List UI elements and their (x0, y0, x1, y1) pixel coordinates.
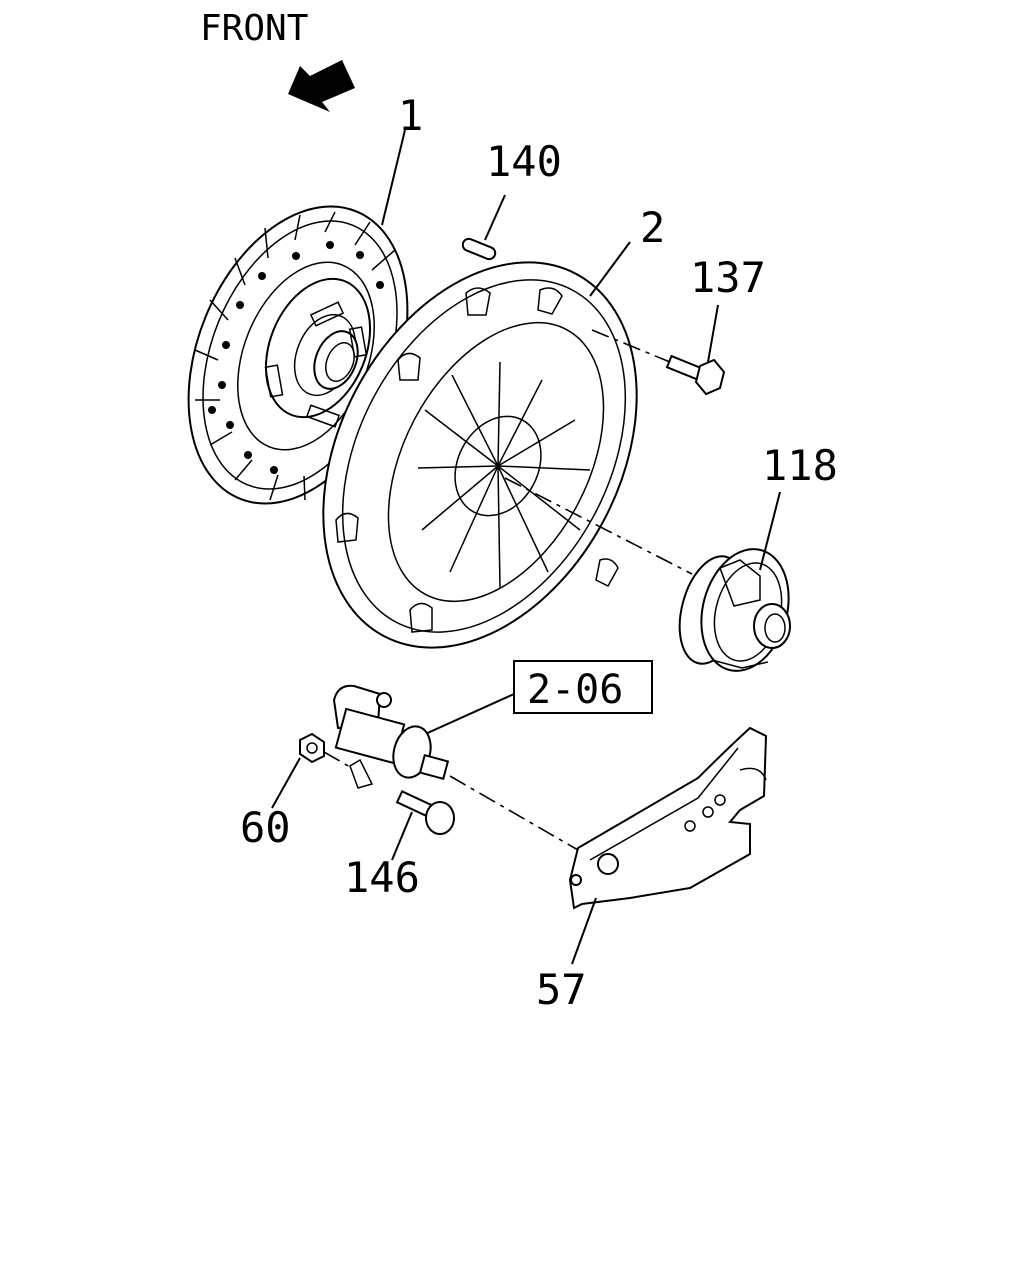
arrow-front-icon (288, 60, 355, 112)
callout-60: 60 (240, 803, 291, 852)
bolt-146 (395, 790, 455, 835)
release-fork (568, 726, 768, 910)
callout-2: 2 (640, 203, 665, 252)
clutch-disc (187, 205, 409, 505)
bolt-137 (665, 354, 726, 396)
callout-137: 137 (690, 253, 766, 302)
callout-2-06: 2-06 (527, 667, 623, 713)
callout-1: 1 (398, 91, 423, 140)
dowel-pin (461, 237, 497, 261)
callout-57: 57 (536, 965, 587, 1014)
release-bearing (678, 548, 791, 672)
nut-60 (299, 732, 325, 764)
front-label: FRONT (200, 8, 308, 49)
slave-cylinder (332, 684, 450, 789)
reference-box (513, 660, 653, 714)
callout-118: 118 (762, 441, 838, 490)
callout-140: 140 (486, 137, 562, 186)
callout-146: 146 (344, 853, 420, 902)
pressure-plate (322, 261, 638, 649)
